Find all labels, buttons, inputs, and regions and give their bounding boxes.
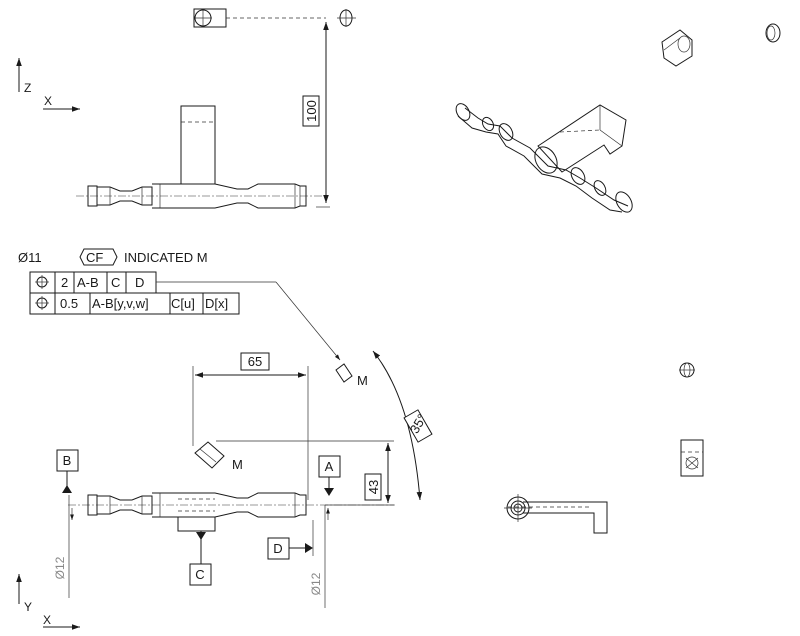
part-isometric-view: [455, 103, 633, 213]
fcf-row1-ref2: C: [111, 275, 120, 290]
top-feature-symbol-right: [337, 9, 356, 27]
dimension-65: 65: [192, 352, 309, 500]
dimension-dia-right: Ø12: [309, 505, 330, 608]
dimension-dia-right-text: Ø12: [309, 572, 323, 595]
datum-b-label: B: [63, 453, 72, 468]
iso-symbol-ring: [765, 23, 781, 43]
datum-b: B: [56, 449, 79, 493]
fcf-note-text: INDICATED M: [124, 250, 208, 265]
dimension-dia-left: Ø12: [53, 495, 74, 598]
top-feature-symbol-left: [193, 8, 326, 28]
dimension-dia-left-text: Ø12: [53, 556, 67, 579]
marker-m-lower-text: M: [232, 457, 243, 472]
dimension-100-text: 100: [304, 100, 319, 122]
axis-triad-bottom: Y X: [16, 574, 80, 630]
datum-d: D: [267, 520, 314, 560]
feature-control-frame: Ø11 CF INDICATED M 2 A-B C D 0.5 A-B[y,v…: [18, 248, 341, 361]
side-view-bracket: [504, 494, 608, 534]
axis-x-label-bottom: X: [43, 613, 51, 627]
fcf-row2-tolerance: 0.5: [60, 296, 78, 311]
fcf-row2-ref1: A-B[y,v,w]: [92, 296, 149, 311]
datum-c: C: [189, 531, 212, 586]
marker-m-upper-text: M: [357, 373, 368, 388]
side-symbol-circle: [679, 362, 695, 378]
marker-m-lower: M: [194, 441, 243, 472]
fcf-modifier-text: CF: [86, 250, 103, 265]
datum-c-label: C: [195, 567, 204, 582]
datum-a: A: [318, 455, 341, 496]
side-symbol-square: [680, 439, 704, 477]
iso-symbol-cylinder: [661, 29, 693, 67]
dimension-100: 100: [302, 22, 330, 208]
marker-m-upper: M: [335, 363, 368, 388]
axis-y-label: Y: [24, 600, 32, 614]
datum-d-label: D: [273, 541, 282, 556]
fcf-size-text: Ø11: [18, 250, 42, 265]
fcf-row1-ref3: D: [135, 275, 144, 290]
datum-a-label: A: [325, 459, 334, 474]
dimension-65-text: 65: [248, 354, 262, 369]
axis-z-label: Z: [24, 81, 31, 95]
axis-triad-top: Z X: [16, 58, 80, 112]
dimension-angle-35: 35°: [372, 350, 433, 501]
fcf-row2-ref3: D[x]: [205, 296, 228, 311]
fcf-row1-ref1: A-B: [77, 275, 99, 290]
fcf-row2-ref2: C[u]: [171, 296, 195, 311]
fcf-row1-tolerance: 2: [61, 275, 68, 290]
part-front-view: [76, 105, 323, 209]
part-top-view: [68, 492, 395, 532]
axis-x-label-top: X: [44, 94, 52, 108]
dimension-43-text: 43: [366, 480, 381, 494]
